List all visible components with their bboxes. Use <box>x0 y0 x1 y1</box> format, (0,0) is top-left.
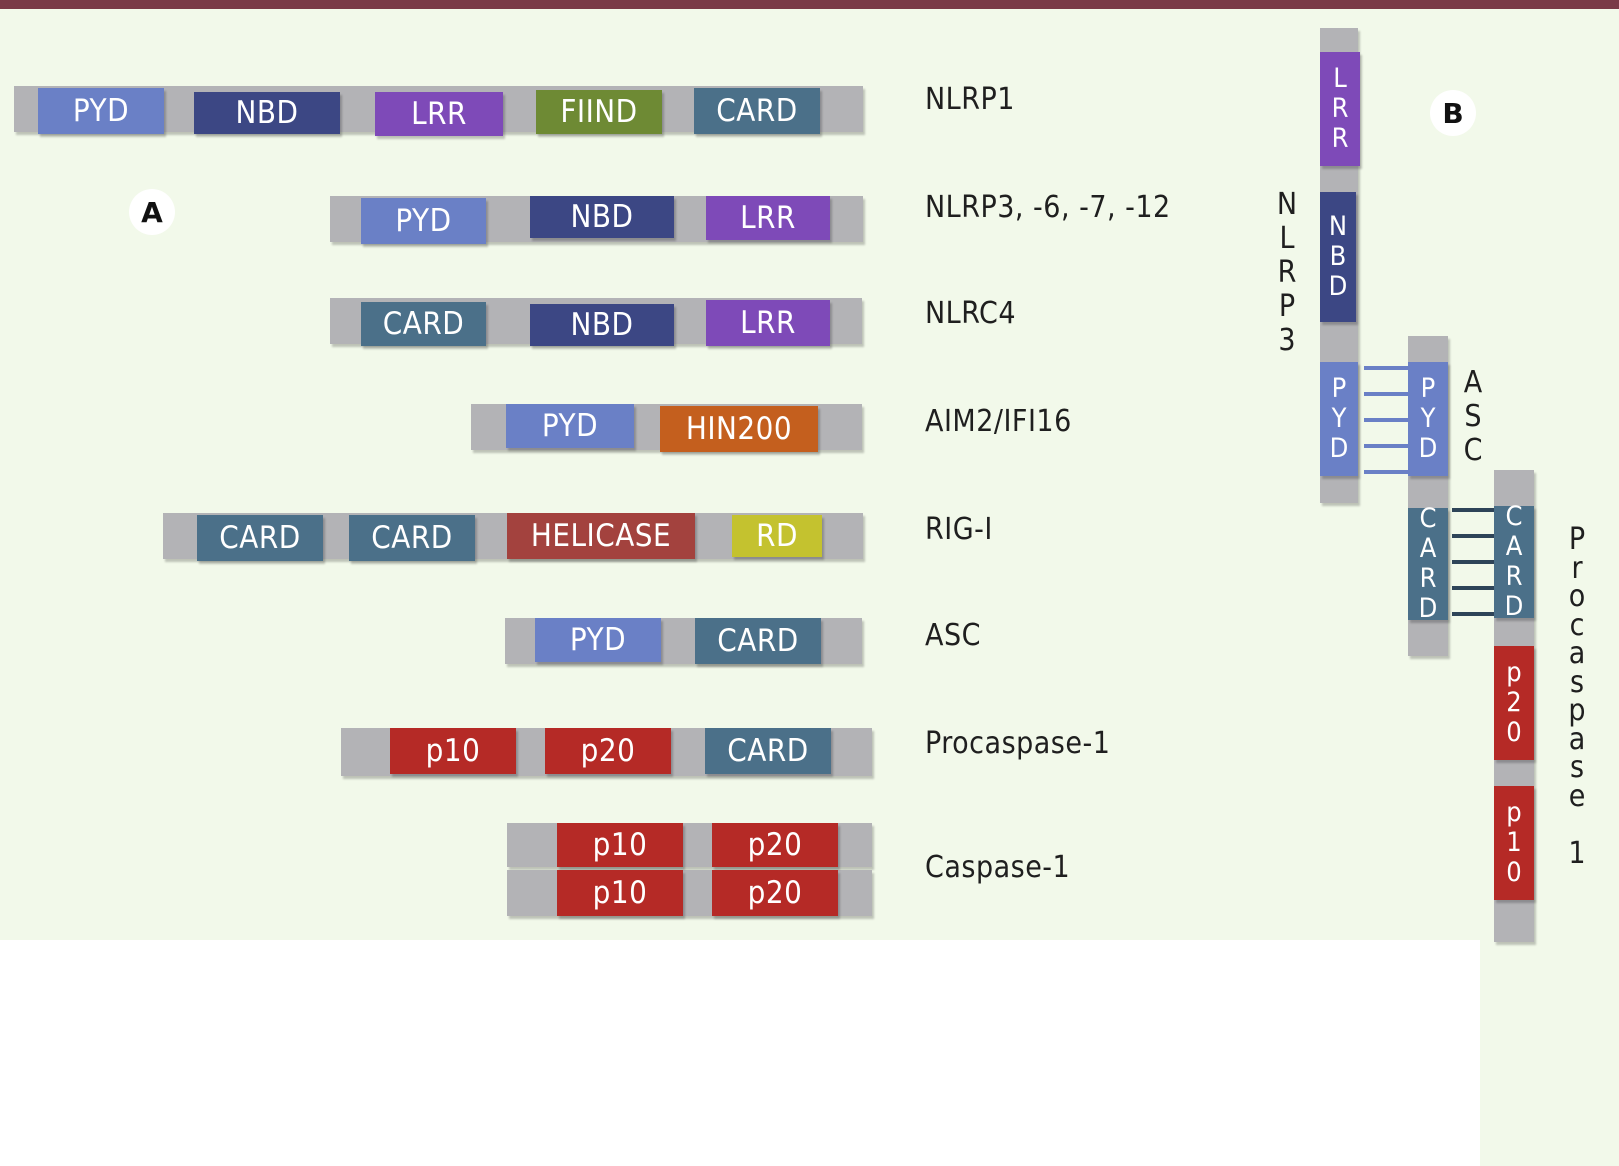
rig-i-card-domain-1: CARD <box>197 515 323 561</box>
nlrp3-lrr-domain: LRR <box>706 196 830 240</box>
procaspase-1-p20-domain: p20 <box>545 728 671 774</box>
nlrp1-nbd-domain: NBD <box>194 92 340 134</box>
b-pyd-link-1 <box>1364 366 1408 370</box>
caspase-1-p20-domain-1: p20 <box>712 823 838 867</box>
nlrp3-label: NLRP3, -6, -7, -12 <box>925 190 1171 225</box>
rig-i-helicase-domain: HELICASE <box>507 513 695 559</box>
caspase-1-p20-domain-2: p20 <box>712 870 838 916</box>
asc-label: ASC <box>925 618 981 653</box>
caspase-1-label: Caspase-1 <box>925 850 1071 885</box>
procaspase-1-p10-domain: p10 <box>390 728 516 774</box>
panel-b-letter: B <box>1430 90 1476 136</box>
b-pyd-link-2 <box>1364 392 1408 396</box>
procaspase-1-card-domain: CARD <box>705 728 831 774</box>
caspase-1-p10-domain-2: p10 <box>557 870 683 916</box>
aim2-hin200-domain: HIN200 <box>660 406 818 452</box>
aim2-pyd-domain: PYD <box>506 404 634 448</box>
b-card-link-2 <box>1452 534 1494 538</box>
b-card-link-1 <box>1452 508 1494 512</box>
procaspase-1-label: Procaspase-1 <box>925 726 1111 761</box>
nlrp3-nbd-domain: NBD <box>530 196 674 238</box>
nlrp1-label: NLRP1 <box>925 82 1015 117</box>
aim2-label: AIM2/IFI16 <box>925 404 1072 439</box>
panel-a-background <box>0 9 1480 940</box>
nlrc4-label: NLRC4 <box>925 296 1016 331</box>
nlrp1-fiind-domain: FIIND <box>536 90 662 134</box>
nlrc4-card-domain: CARD <box>361 302 486 346</box>
rig-i-rd-domain: RD <box>732 515 822 557</box>
asc-pyd-domain: PYD <box>535 618 661 662</box>
asc-card-domain: CARD <box>695 618 821 664</box>
caspase-1-p10-domain-1: p10 <box>557 823 683 867</box>
rig-i-label: RIG-I <box>925 512 993 547</box>
b-card-link-4 <box>1452 586 1494 590</box>
nlrp1-lrr-domain: LRR <box>375 92 503 136</box>
rig-i-card-domain-2: CARD <box>349 515 475 561</box>
panel-a-letter: A <box>129 189 175 235</box>
nlrp3-pyd-domain: PYD <box>361 198 486 244</box>
nlrp1-pyd-domain: PYD <box>38 88 164 134</box>
nlrp1-card-domain: CARD <box>694 88 820 134</box>
b-card-link-5 <box>1452 612 1494 616</box>
nlrc4-nbd-domain: NBD <box>530 304 674 346</box>
b-pyd-link-5 <box>1364 470 1408 474</box>
b-card-link-3 <box>1452 560 1494 564</box>
b-pyd-link-3 <box>1364 418 1408 422</box>
b-pyd-link-4 <box>1364 444 1408 448</box>
nlrc4-lrr-domain: LRR <box>706 300 830 346</box>
top-rule <box>0 0 1619 9</box>
